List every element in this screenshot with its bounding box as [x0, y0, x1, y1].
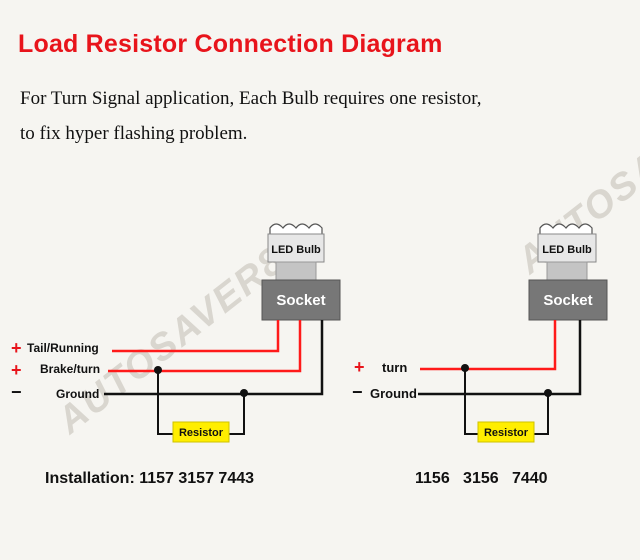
right-socket-label: Socket	[543, 292, 592, 309]
left-diagram: LED Bulb Socket Resistor + Tail/Running …	[11, 223, 341, 487]
left-ground-sign: −	[11, 382, 22, 402]
right-diagram: LED Bulb Socket Resistor + turn − Ground…	[352, 223, 608, 487]
left-socket: Socket	[261, 279, 341, 321]
left-junction-brake	[154, 366, 162, 374]
page-title: Load Resistor Connection Diagram	[18, 30, 443, 58]
left-bulb-label: LED Bulb	[271, 244, 321, 256]
left-resistor: Resistor	[172, 421, 230, 443]
right-turn-label: turn	[382, 360, 407, 375]
left-brake-sign: +	[11, 360, 22, 380]
left-tail-wire	[112, 320, 280, 353]
description-line-1: For Turn Signal application, Each Bulb r…	[20, 88, 482, 109]
right-led-bulb: LED Bulb	[537, 223, 597, 281]
left-brake-wire	[108, 320, 302, 373]
right-junction-ground	[544, 389, 552, 397]
left-installation: Installation: 1157 3157 7443	[45, 470, 254, 487]
right-installation: 1156 3156 7440	[415, 470, 548, 487]
right-turn-wire	[420, 320, 557, 371]
right-turn-sign: +	[354, 357, 365, 377]
left-resistor-label: Resistor	[179, 427, 224, 439]
right-resistor-label: Resistor	[484, 427, 529, 439]
left-brake-label: Brake/turn	[40, 362, 100, 376]
right-socket: Socket	[528, 279, 608, 321]
right-resistor: Resistor	[477, 421, 535, 443]
left-tail-label: Tail/Running	[27, 341, 99, 355]
left-tail-sign: +	[11, 338, 22, 358]
left-socket-label: Socket	[276, 292, 325, 309]
left-ground-label: Ground	[56, 387, 99, 401]
left-junction-ground	[240, 389, 248, 397]
right-junction-turn	[461, 364, 469, 372]
right-ground-label: Ground	[370, 386, 417, 401]
right-bulb-label: LED Bulb	[542, 244, 592, 256]
right-ground-wire	[418, 320, 582, 396]
left-ground-wire	[104, 320, 324, 396]
right-ground-sign: −	[352, 382, 363, 402]
left-led-bulb: LED Bulb	[267, 223, 325, 281]
description-line-2: to fix hyper flashing problem.	[20, 123, 248, 144]
